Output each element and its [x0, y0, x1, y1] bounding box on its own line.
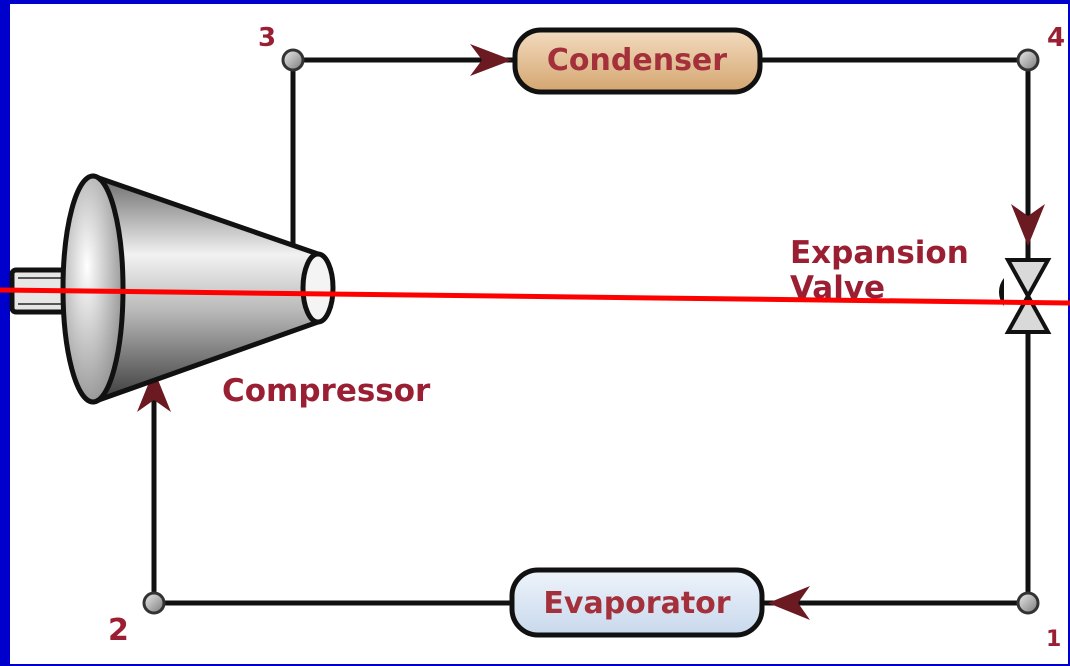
- node-2: [142, 591, 166, 615]
- compressor-outlet: [300, 251, 336, 325]
- evaporator-box: Evaporator: [509, 567, 765, 638]
- flow-arrow-to-condenser: [470, 44, 512, 76]
- node-4: [1016, 48, 1040, 72]
- state-label-2: 2: [108, 613, 129, 648]
- state-label-1: 1: [1046, 627, 1061, 652]
- flow-arrow-to-compressor: [137, 370, 171, 412]
- compressor-icon: [9, 173, 336, 405]
- expansion-valve-icon: [998, 258, 1052, 334]
- condenser-box: Condenser: [512, 27, 763, 95]
- flow-arrow-to-evaporator: [768, 586, 810, 620]
- node-3: [281, 48, 305, 72]
- state-label-4: 4: [1047, 23, 1065, 53]
- state-nodes: [142, 48, 1040, 615]
- compressor-label: Compressor: [222, 373, 431, 409]
- flow-arrows: [137, 44, 1045, 620]
- red-overlay-line: [0, 287, 1070, 306]
- condenser-label: Condenser: [547, 43, 727, 78]
- pipe-lines: [151, 57, 1031, 606]
- evaporator-label: Evaporator: [543, 586, 730, 621]
- node-1: [1016, 591, 1040, 615]
- flow-arrow-to-valve: [1011, 204, 1045, 246]
- expansion-valve-label-line1: Expansion: [790, 235, 969, 271]
- state-label-3: 3: [258, 23, 276, 53]
